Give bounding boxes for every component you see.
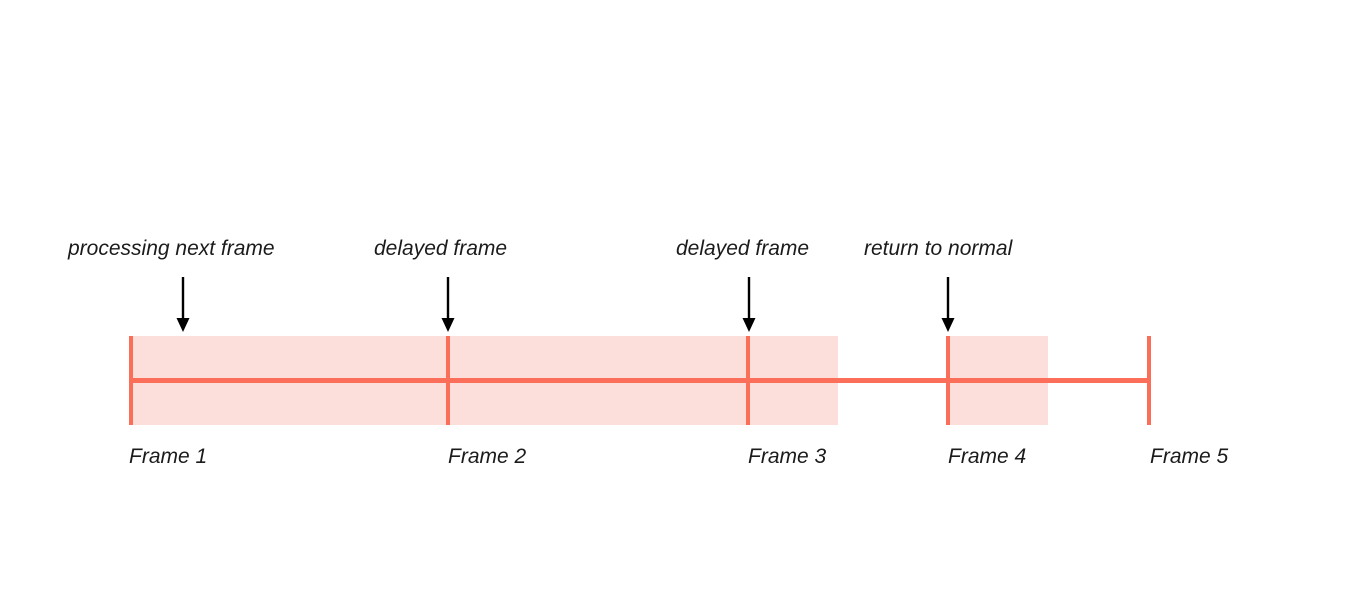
annotation-label-processing-next-frame: processing next frame — [68, 237, 275, 260]
frame-caption-1: Frame 1 — [129, 445, 208, 468]
frame-caption-2: Frame 2 — [448, 445, 527, 468]
frame-caption-4: Frame 4 — [948, 445, 1027, 468]
annotation-label-delayed-frame-2: delayed frame — [374, 237, 508, 260]
timeline-tick-frame-5 — [1147, 336, 1151, 425]
frame-caption-5: Frame 5 — [1150, 445, 1229, 468]
timeline-tick-frame-2 — [446, 336, 450, 425]
annotation-label-return-to-normal: return to normal — [864, 237, 1013, 260]
down-arrow-icon-frame-1 — [176, 277, 190, 332]
timeline-tick-frame-1 — [129, 336, 133, 425]
annotation-label-delayed-frame-3: delayed frame — [676, 237, 810, 260]
timeline-tick-frame-3 — [746, 336, 750, 425]
down-arrow-icon-frame-3 — [742, 277, 756, 332]
timeline-baseline — [129, 378, 1151, 383]
frame-caption-3: Frame 3 — [748, 445, 827, 468]
timeline-tick-frame-4 — [946, 336, 950, 425]
down-arrow-icon-frame-2 — [441, 277, 455, 332]
down-arrow-icon-frame-4 — [941, 277, 955, 332]
